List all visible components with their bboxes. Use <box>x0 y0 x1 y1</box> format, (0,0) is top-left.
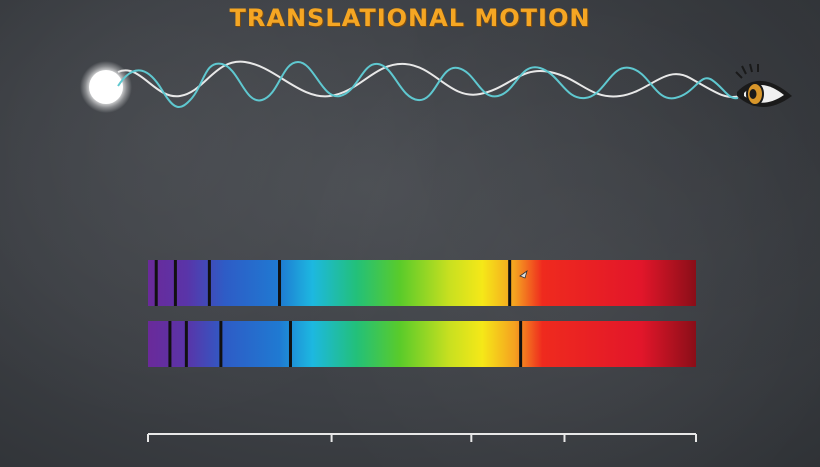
absorption-line <box>207 260 211 306</box>
light-source-icon <box>80 61 132 113</box>
absorption-line <box>519 321 523 367</box>
absorption-line <box>508 260 512 306</box>
eye-icon <box>735 63 792 107</box>
wave-cyan <box>117 60 739 108</box>
absorption-line <box>154 260 158 306</box>
wavelength-scale <box>147 433 697 442</box>
absorption-line <box>278 260 282 306</box>
absorption-line <box>288 321 292 367</box>
absorption-line <box>173 260 177 306</box>
spectrum-bar-bottom <box>148 321 696 367</box>
absorption-line <box>219 321 223 367</box>
spectrum-bar-top <box>148 260 696 306</box>
absorption-line <box>168 321 172 367</box>
wave-white <box>117 60 741 98</box>
absorption-line <box>184 321 188 367</box>
page-title: TRANSLATIONAL MOTION <box>229 4 591 32</box>
mouse-cursor-icon <box>519 270 528 279</box>
